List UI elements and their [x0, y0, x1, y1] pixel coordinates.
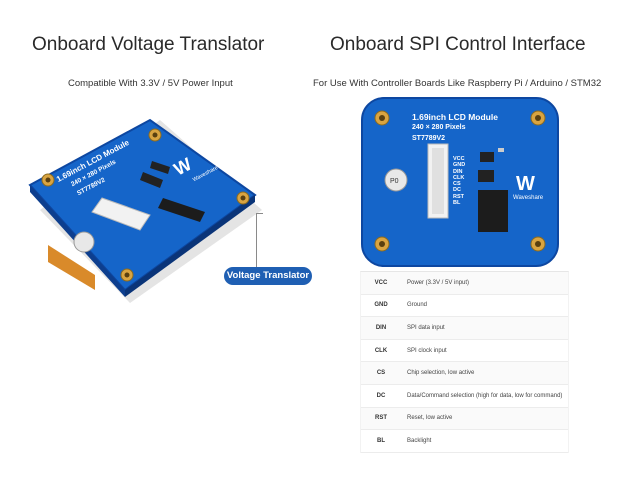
lcd-module-top-image: P0 W — [361, 97, 559, 267]
board-pin-label: VCC — [453, 156, 465, 162]
pin-name: VCC — [374, 279, 388, 286]
right-board-label-2: 240 × 280 Pixels — [412, 124, 466, 131]
table-row: GND Ground — [361, 295, 568, 318]
pin-name: GND — [374, 302, 388, 309]
board-pin-labels: VCC GND DIN CLK CS DC RST BL — [453, 156, 465, 206]
left-subtitle: Compatible With 3.3V / 5V Power Input — [68, 78, 233, 89]
right-board-label-3: ST7789V2 — [412, 135, 446, 142]
lcd-module-angled-image: W — [28, 118, 262, 303]
board-pin-label: DC — [453, 187, 461, 194]
pin-name: DIN — [375, 324, 387, 331]
pin-description: Reset, low active — [407, 415, 453, 422]
pin-description: SPI data input — [407, 324, 445, 331]
table-row: CLK SPI clock input — [361, 340, 568, 363]
pin-description: Backlight — [407, 437, 432, 444]
board-pin-label: RST — [453, 193, 464, 200]
pin-description: Ground — [407, 302, 428, 309]
pin-description: Chip selection, low active — [407, 370, 475, 377]
board-pin-label: CLK — [453, 174, 465, 181]
pin-name: CS — [376, 370, 386, 377]
callout-pointer — [256, 213, 263, 269]
pin-description: Data/Command selection (high for data, l… — [407, 392, 563, 399]
table-row: DC Data/Command selection (high for data… — [361, 385, 568, 408]
right-subtitle: For Use With Controller Boards Like Rasp… — [313, 78, 602, 89]
table-row: RST Reset, low active — [361, 407, 568, 431]
pin-name: CLK — [374, 347, 388, 354]
table-row: BL Backlight — [361, 430, 568, 453]
table-row: CS Chip selection, low active — [361, 362, 568, 385]
pin-name: DC — [376, 392, 386, 399]
pin-table: VCC Power (3.3V / 5V input) GND Ground D… — [360, 271, 569, 453]
svg-text:P0: P0 — [390, 178, 399, 185]
board-pin-label: CS — [453, 181, 461, 188]
voltage-translator-callout: Voltage Translator — [224, 267, 312, 285]
svg-text:W: W — [516, 173, 535, 195]
right-brand: Waveshare — [513, 195, 544, 201]
board-pin-label: DIN — [453, 168, 463, 175]
pin-name: BL — [377, 437, 385, 444]
board-pin-label: BL — [453, 200, 461, 207]
board-pin-label: GND — [453, 162, 466, 169]
right-board-label-1: 1.69inch LCD Module — [412, 112, 498, 122]
table-row: DIN SPI data input — [361, 317, 568, 340]
pin-description: Power (3.3V / 5V input) — [407, 279, 470, 286]
left-title: Onboard Voltage Translator — [32, 34, 265, 55]
table-row: VCC Power (3.3V / 5V input) — [361, 272, 568, 295]
pin-description: SPI clock input — [407, 347, 447, 354]
pin-name: RST — [375, 415, 387, 422]
right-title: Onboard SPI Control Interface — [330, 34, 586, 55]
